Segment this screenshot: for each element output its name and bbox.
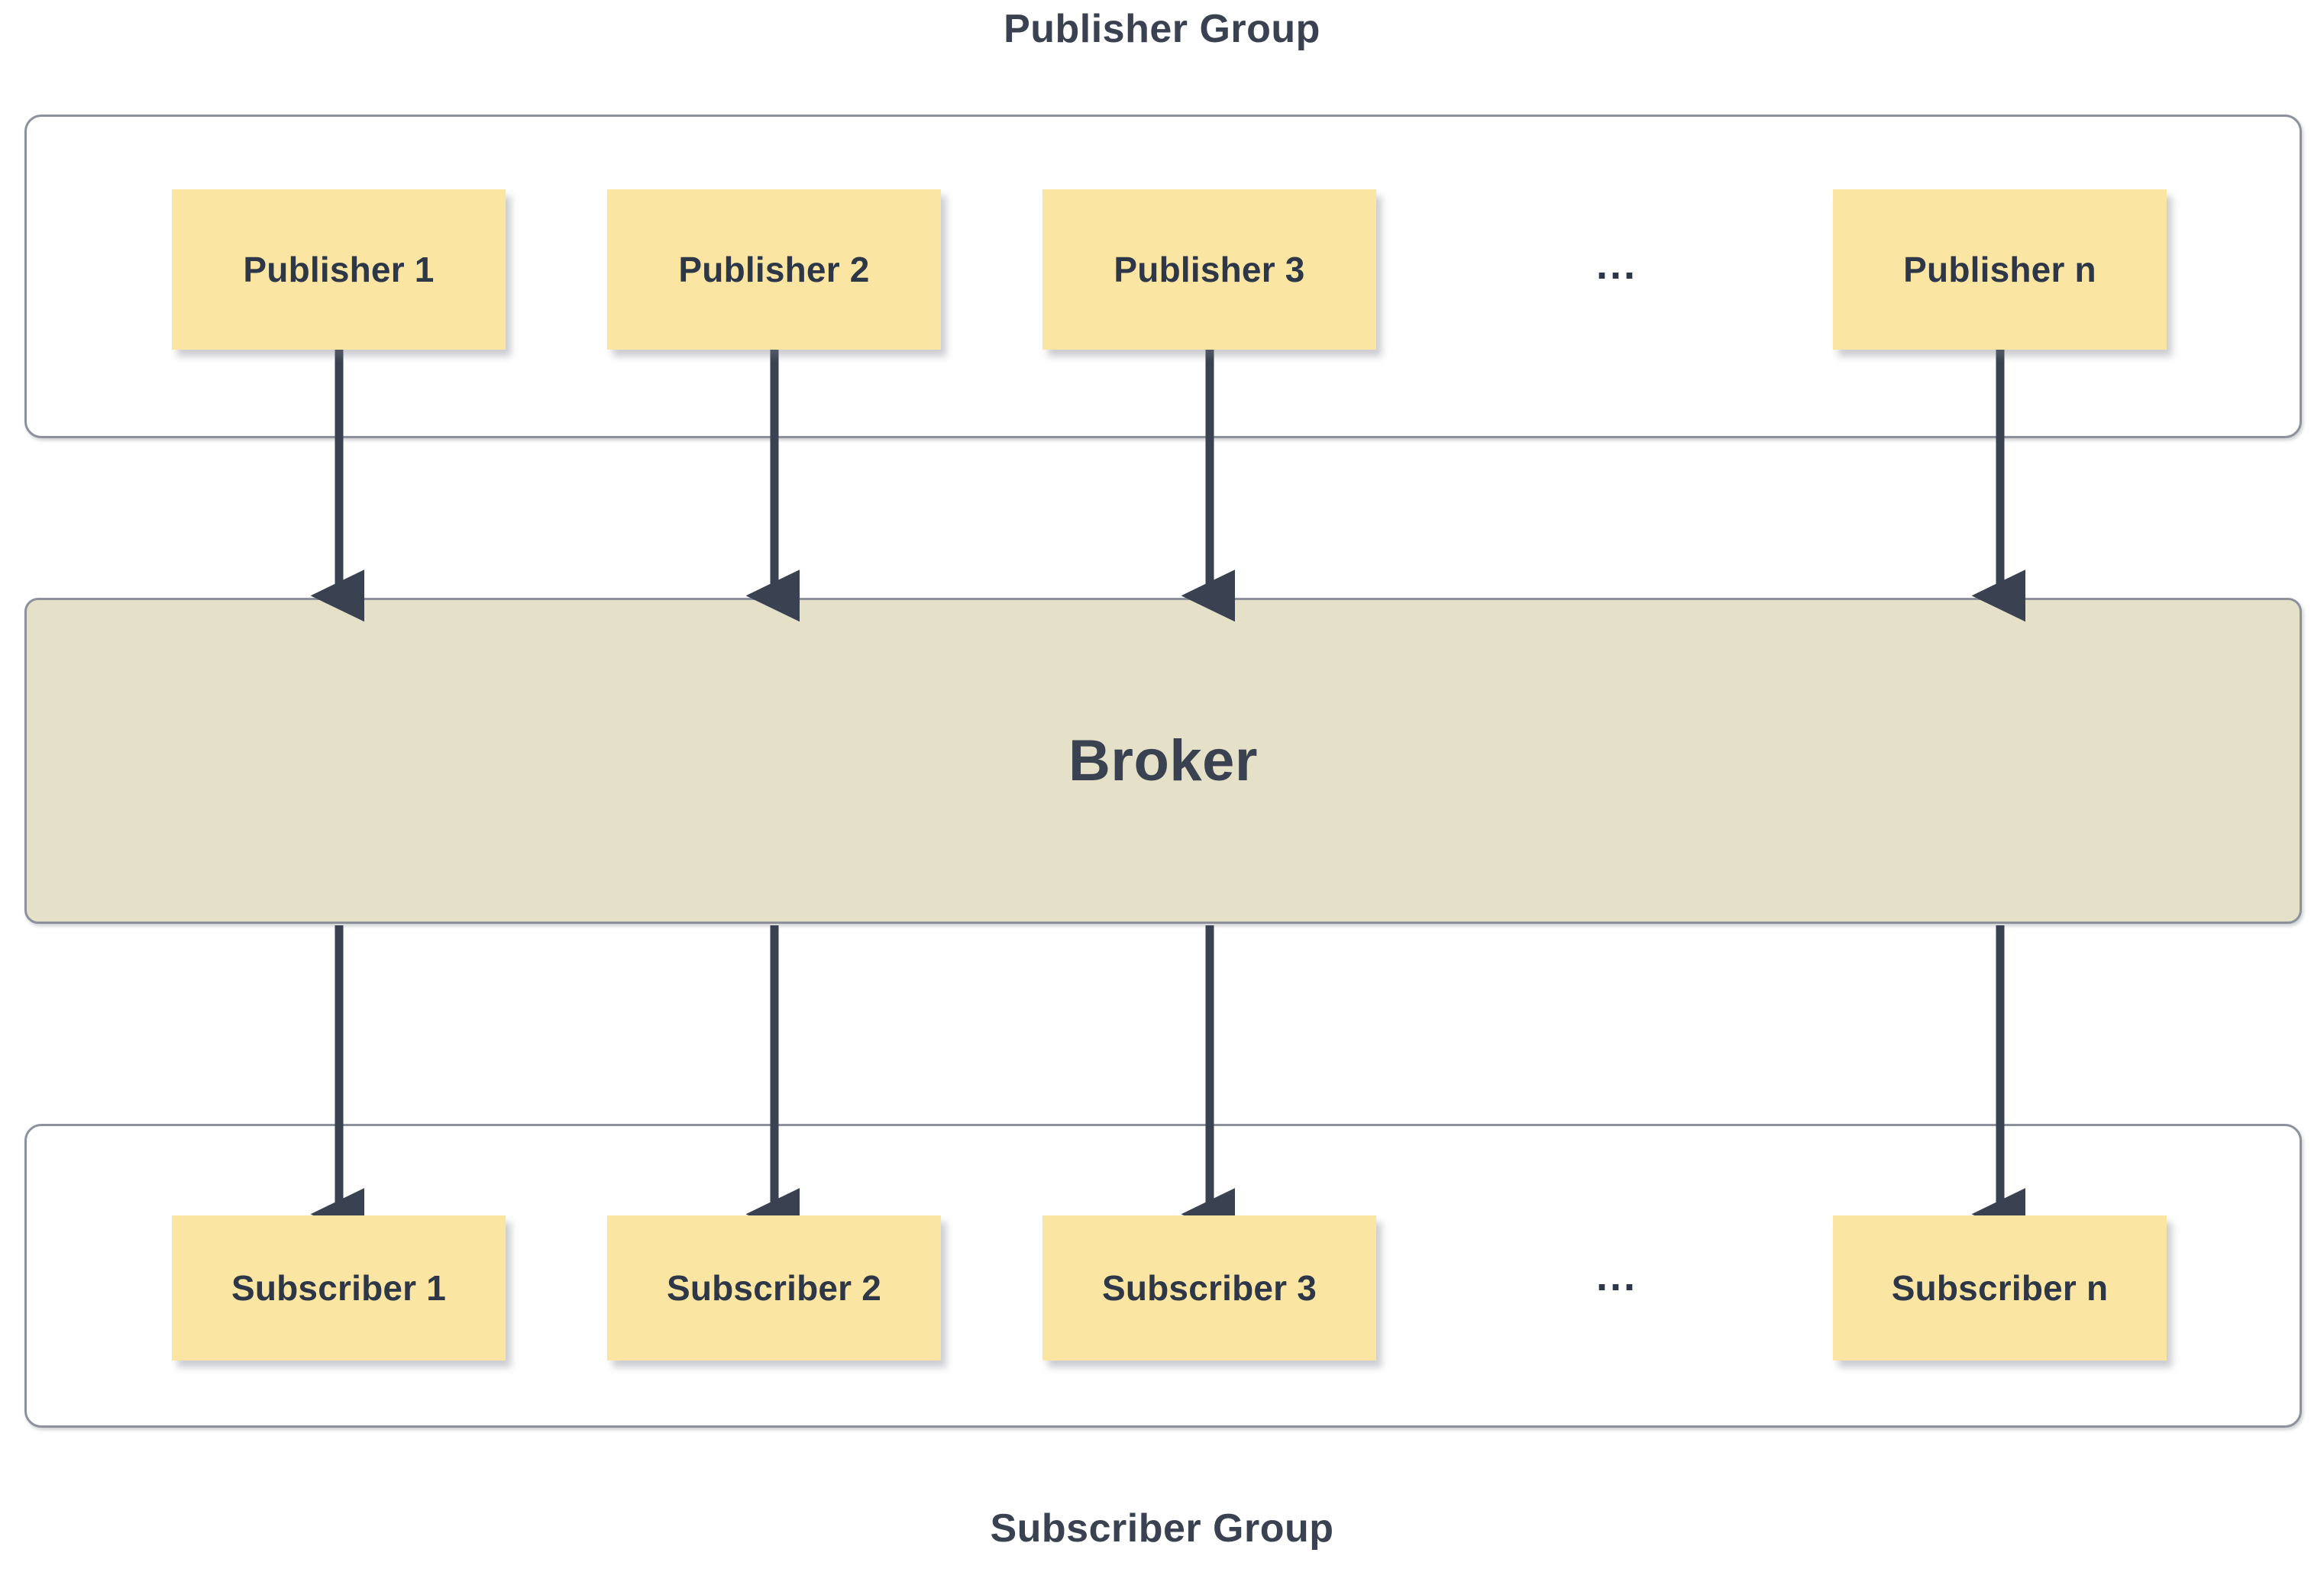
subscriber-node-label: Subscriber 2 <box>666 1267 882 1308</box>
broker-node[interactable]: Broker <box>24 598 2302 924</box>
subscriber-node-label: Subscriber n <box>1891 1267 2109 1308</box>
subscriber-node-1[interactable]: Subscriber 1 <box>172 1215 506 1361</box>
subscriber-node-label: Subscriber 3 <box>1101 1267 1317 1308</box>
subscriber-node-label: Subscriber 1 <box>231 1267 447 1308</box>
publisher-ellipsis: ... <box>1596 242 1638 288</box>
publisher-node-1[interactable]: Publisher 1 <box>172 189 506 350</box>
publisher-node-2[interactable]: Publisher 2 <box>607 189 941 350</box>
subscriber-node-2[interactable]: Subscriber 2 <box>607 1215 941 1361</box>
subscriber-node-3[interactable]: Subscriber 3 <box>1042 1215 1376 1361</box>
subscriber-node-4[interactable]: Subscriber n <box>1833 1215 2167 1361</box>
publisher-node-label: Publisher n <box>1903 249 2096 289</box>
publisher-node-label: Publisher 3 <box>1114 249 1305 289</box>
publisher-node-3[interactable]: Publisher 3 <box>1042 189 1376 350</box>
publisher-node-4[interactable]: Publisher n <box>1833 189 2167 350</box>
broker-label: Broker <box>1068 728 1258 793</box>
publisher-group-title: Publisher Group <box>1004 7 1320 51</box>
subscriber-ellipsis: ... <box>1596 1254 1638 1299</box>
subscriber-group-title: Subscriber Group <box>990 1506 1334 1551</box>
publisher-node-label: Publisher 2 <box>678 249 870 289</box>
publisher-node-label: Publisher 1 <box>243 249 435 289</box>
